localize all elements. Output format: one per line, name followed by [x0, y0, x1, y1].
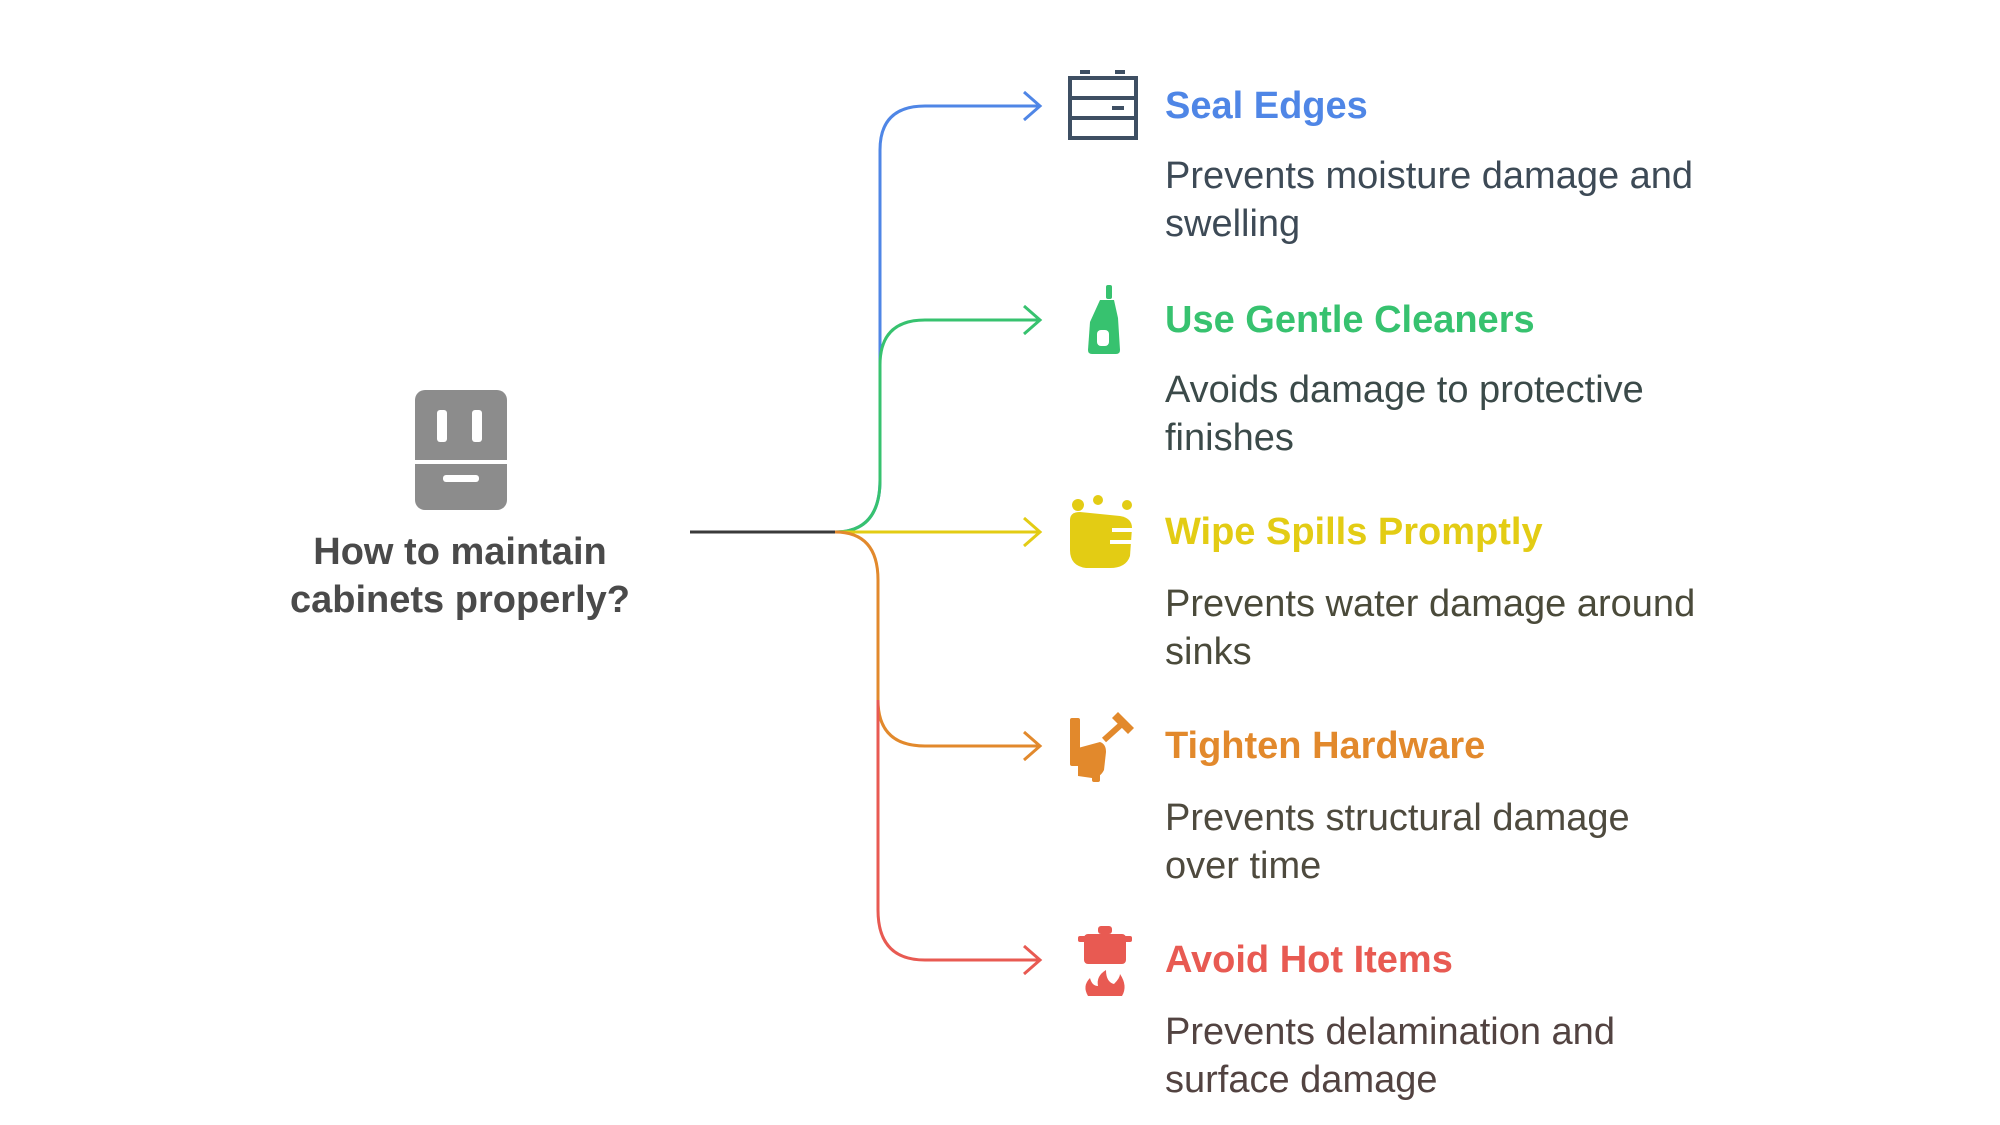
cabinet-icon	[415, 390, 507, 510]
branch-desc-line: Prevents water damage around	[1165, 583, 1696, 625]
arrow-head-avoid-hot-items	[1023, 944, 1043, 976]
branch-connector-use-gentle-cleaners	[834, 318, 1040, 534]
branch-desc-line: surface damage	[1165, 1059, 1438, 1101]
branch-title-seal-edges: Seal Edges	[1165, 85, 1368, 127]
branch-desc-wipe-spills-promptly: Prevents water damage around sinks	[1165, 580, 1765, 676]
branch-desc-avoid-hot-items: Prevents delamination and surface damage	[1165, 1008, 1765, 1104]
cleaner-bottle-icon	[1088, 285, 1120, 354]
branch-desc-line: sinks	[1165, 631, 1252, 673]
branch-desc-line: over time	[1165, 845, 1322, 887]
arrow-head-seal-edges	[1023, 90, 1043, 122]
branch-desc-tighten-hardware: Prevents structural damage over time	[1165, 794, 1765, 890]
root-title-line1: How to maintain	[313, 531, 607, 573]
branch-desc-line: swelling	[1165, 203, 1301, 245]
branch-desc-line: Avoids damage to protective	[1165, 369, 1644, 411]
drawer-cabinet-icon	[1068, 70, 1138, 140]
branch-connector-avoid-hot-items	[876, 700, 1040, 962]
wiping-hand-icon	[1070, 495, 1138, 568]
branch-title-wipe-spills-promptly: Wipe Spills Promptly	[1165, 511, 1543, 553]
arrow-head-wipe-spills-promptly	[1023, 516, 1043, 548]
arrow-head-tighten-hardware	[1023, 730, 1043, 762]
branch-desc-use-gentle-cleaners: Avoids damage to protective finishes	[1165, 366, 1765, 462]
branch-title-use-gentle-cleaners: Use Gentle Cleaners	[1165, 299, 1535, 341]
branch-desc-line: Prevents structural damage	[1165, 797, 1630, 839]
arrow-head-use-gentle-cleaners	[1023, 304, 1043, 336]
branch-title-avoid-hot-items: Avoid Hot Items	[1165, 939, 1453, 981]
branch-desc-line: finishes	[1165, 417, 1294, 459]
root-title-line2: cabinets properly?	[290, 579, 630, 621]
tools-icon	[1070, 712, 1134, 782]
branch-desc-line: Prevents delamination and	[1165, 1011, 1615, 1053]
branch-title-tighten-hardware: Tighten Hardware	[1165, 725, 1486, 767]
branch-desc-line: Prevents moisture damage and	[1165, 155, 1694, 197]
branch-desc-seal-edges: Prevents moisture damage and swelling	[1165, 152, 1765, 248]
root-title: How to maintain cabinets properly?	[280, 528, 640, 624]
hot-pot-icon	[1078, 926, 1132, 996]
branch-connector-tighten-hardware	[834, 530, 1040, 748]
